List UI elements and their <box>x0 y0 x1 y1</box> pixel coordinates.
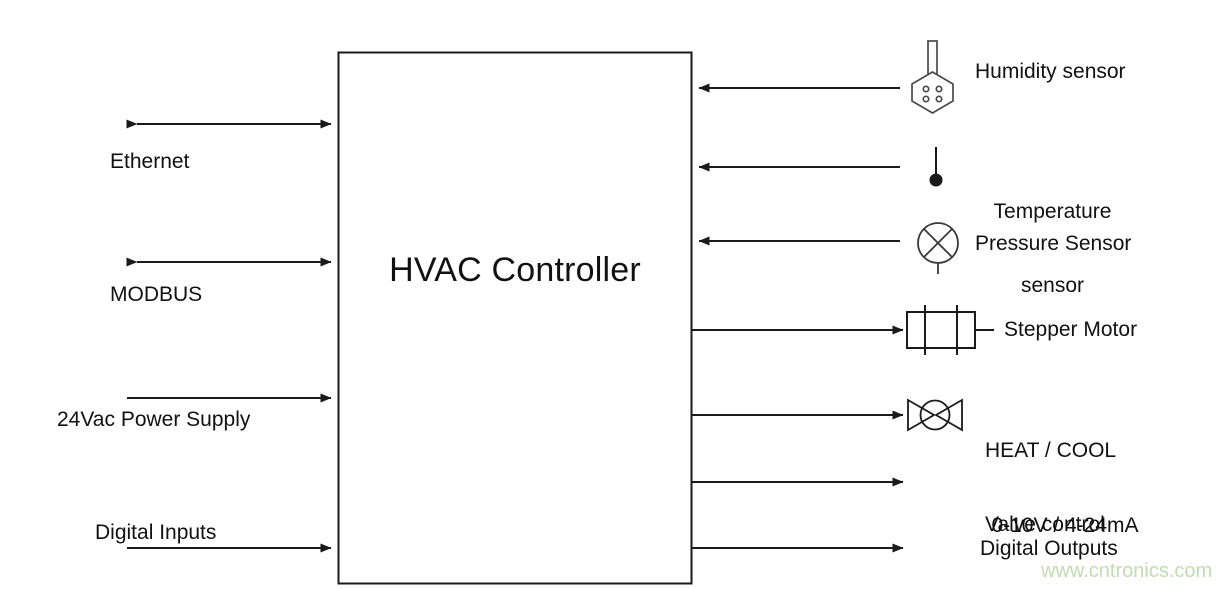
label-valve-control-line2: Valve control <box>985 512 1105 536</box>
label-analog-output: 0-10V / 4-24mA Output <box>983 464 1147 589</box>
label-stepper-motor: Stepper Motor <box>1004 318 1138 341</box>
label-valve-control: HEAT / COOL Valve control <box>985 389 1116 587</box>
valve-icon <box>907 398 963 432</box>
controller-box <box>337 51 693 585</box>
label-humidity-sensor: Humidity sensor <box>975 60 1126 83</box>
label-pressure-sensor: Pressure Sensor <box>975 232 1132 255</box>
controller-title: HVAC Controller <box>389 251 641 289</box>
label-analog-output-line2: Output <box>983 588 1147 589</box>
watermark: www.cntronics.com <box>1041 560 1213 582</box>
temperature-sensor-icon <box>929 147 943 187</box>
label-valve-control-line1: HEAT / COOL <box>985 438 1117 462</box>
label-analog-output-line1: 0-10V / 4-24mA <box>991 513 1139 537</box>
label-temperature-sensor: Temperature sensor <box>965 150 1140 348</box>
label-digital-outputs: Digital Outputs <box>980 537 1118 560</box>
label-modbus: MODBUS <box>110 283 203 306</box>
label-power-supply: 24Vac Power Supply <box>57 408 251 431</box>
label-digital-inputs: Digital Inputs <box>95 521 217 544</box>
label-temperature-sensor-line1: Temperature <box>993 199 1112 223</box>
label-temperature-sensor-line2: sensor <box>1020 273 1085 297</box>
label-ethernet: Ethernet <box>110 150 190 173</box>
pressure-sensor-icon <box>917 222 959 274</box>
stepper-motor-icon <box>906 305 994 355</box>
humidity-sensor-icon <box>911 40 954 114</box>
